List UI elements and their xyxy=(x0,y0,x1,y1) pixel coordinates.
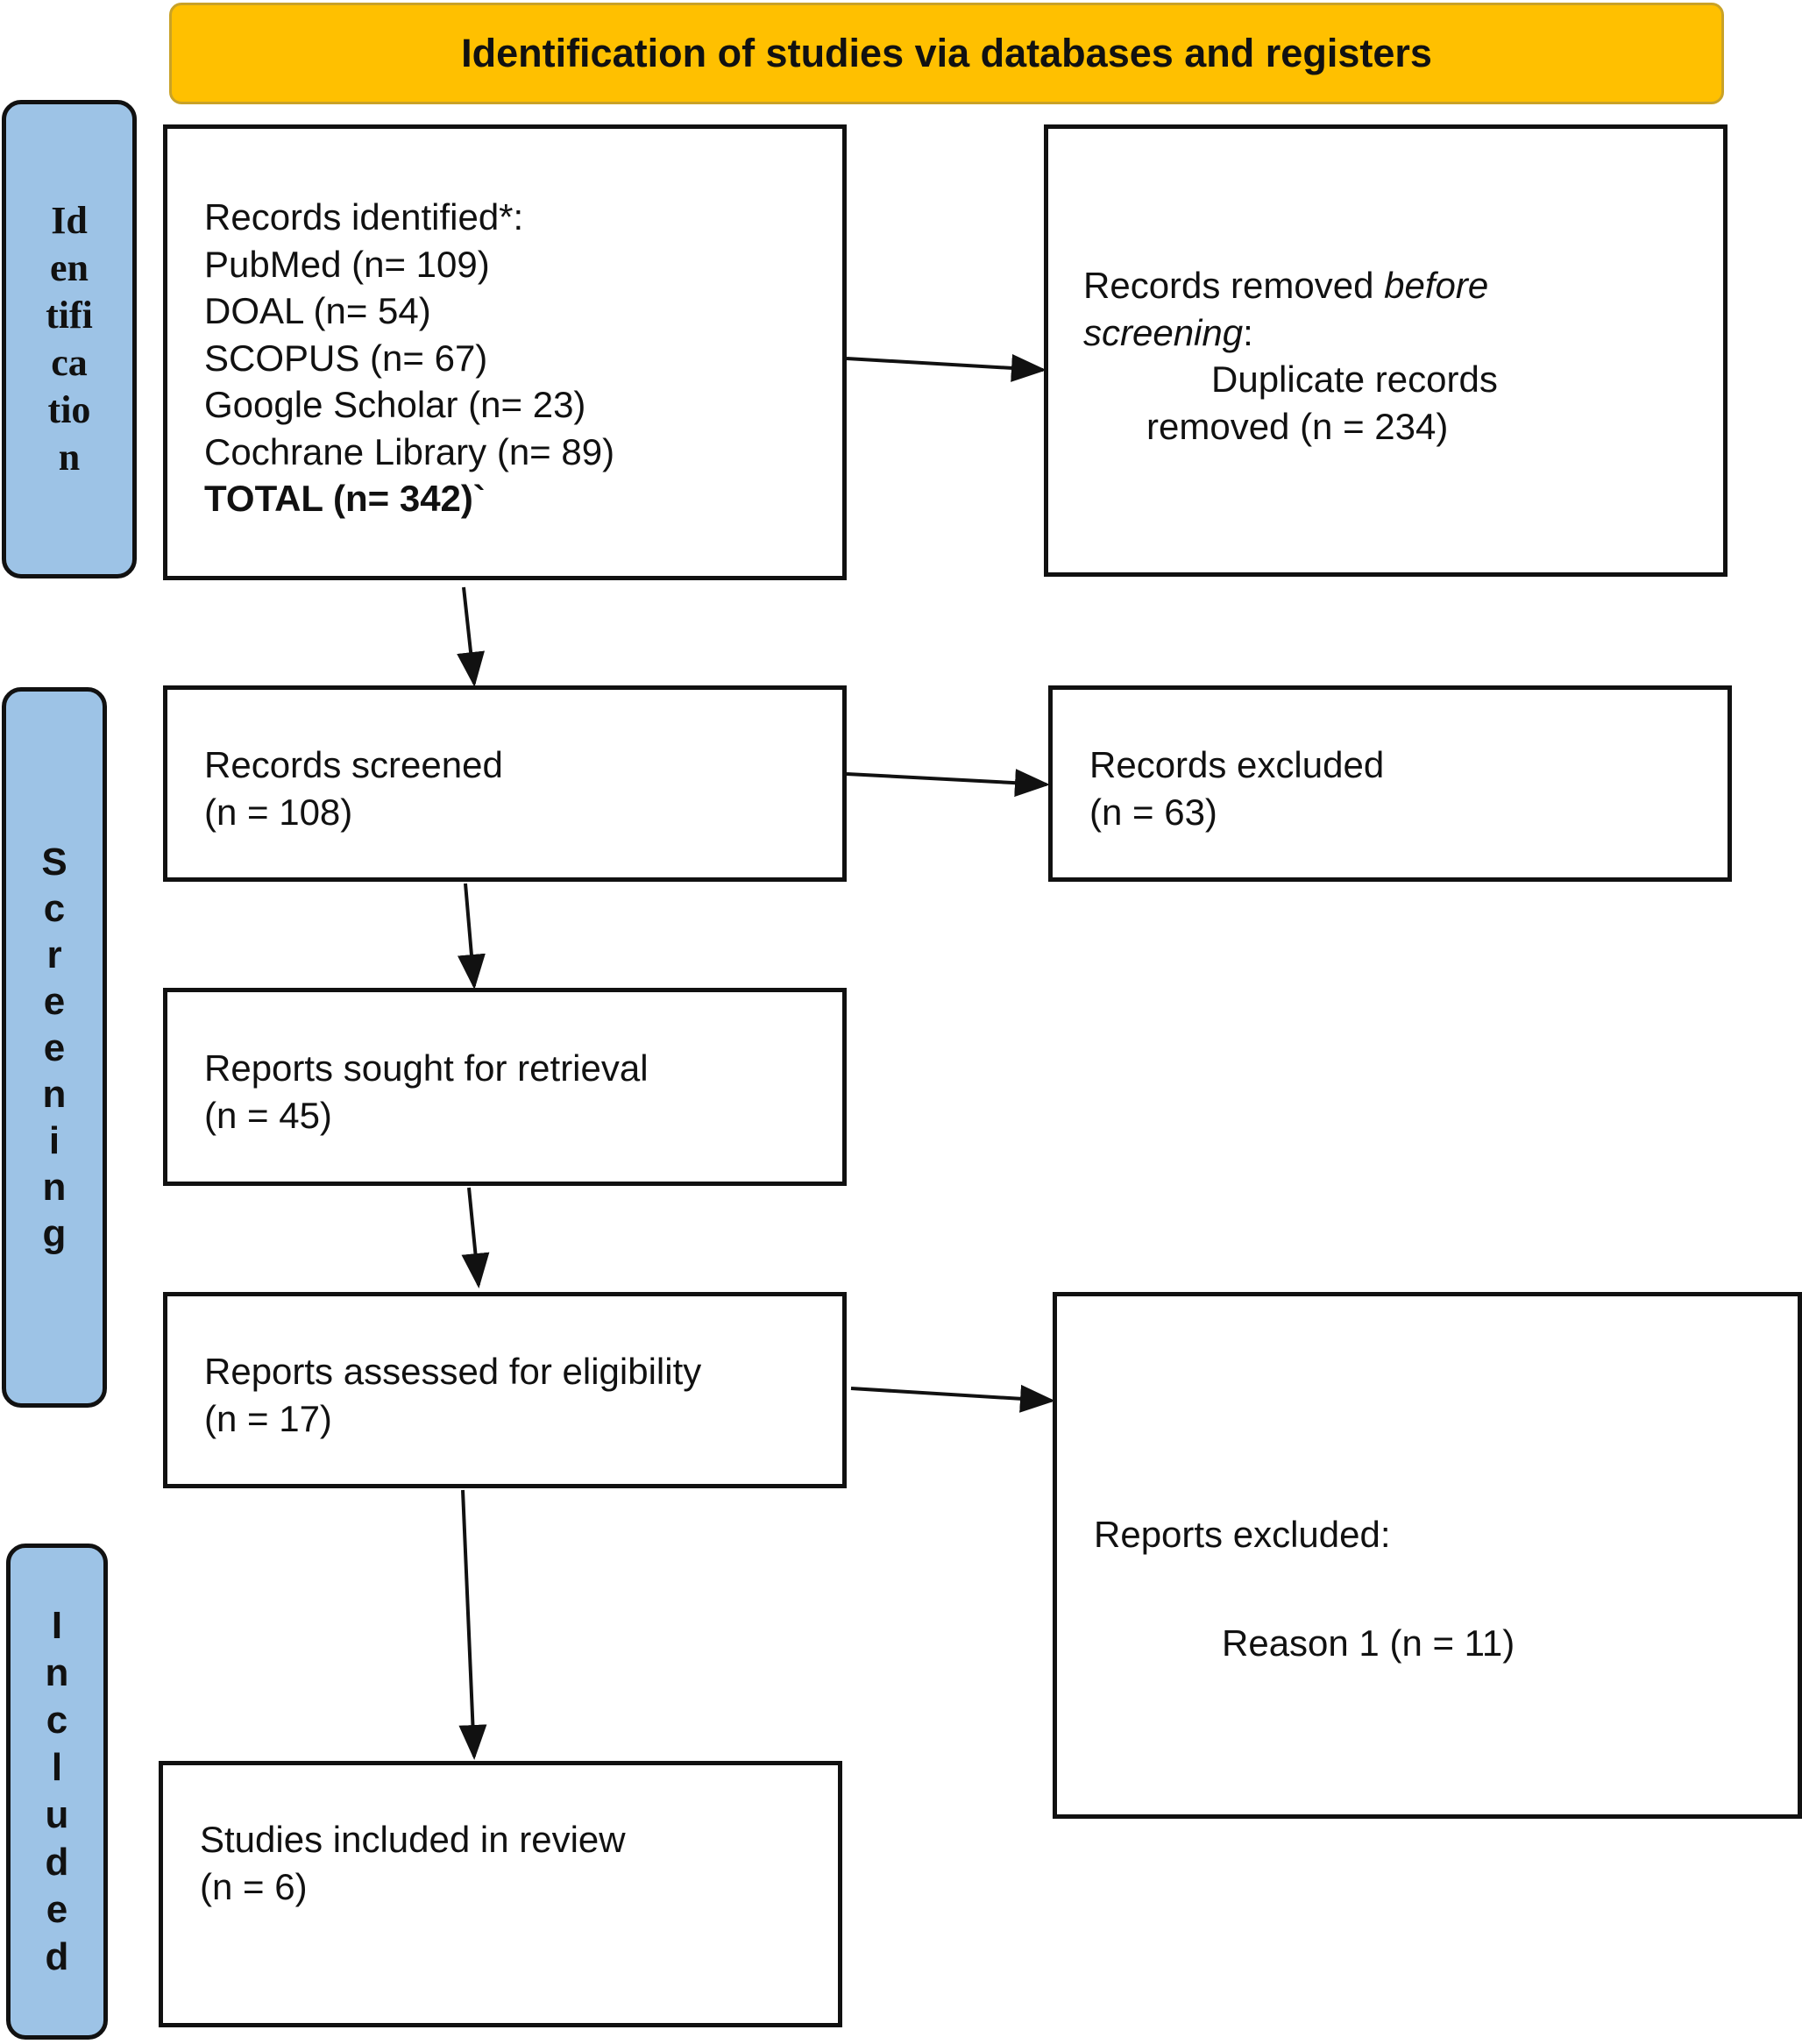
records-screened-count: (n = 108) xyxy=(204,791,353,833)
phase-letter: n xyxy=(42,1072,67,1116)
records-screened-box: Records screened (n = 108) xyxy=(163,685,847,882)
reports-sought-count: (n = 45) xyxy=(204,1094,332,1136)
phase-letter: n xyxy=(42,1165,67,1209)
records-excluded-box: Records excluded (n = 63) xyxy=(1048,685,1732,882)
phase-letter: S xyxy=(41,840,67,884)
arrow-assessed-to-included xyxy=(458,1489,487,1760)
records-total: TOTAL (n= 342)` xyxy=(204,478,486,519)
reports-excluded-reason-1: Reason 1 (n = 11) xyxy=(1222,1622,1515,1664)
records-removed-box: Records removed before screening: Duplic… xyxy=(1044,124,1728,577)
arrow-assessed-to-reports-excluded xyxy=(850,1384,1055,1413)
source-doal: DOAL (n= 54) xyxy=(204,290,431,331)
header-title: Identification of studies via databases … xyxy=(461,31,1432,75)
phase-letter: c xyxy=(46,1699,68,1742)
header-banner: Identification of studies via databases … xyxy=(169,3,1724,104)
arrow-identified-to-removed xyxy=(846,353,1046,382)
arrow-identified-to-screened xyxy=(457,586,486,687)
phase-letter: u xyxy=(45,1793,69,1836)
source-scopus: SCOPUS (n= 67) xyxy=(204,337,488,379)
phase-letter: r xyxy=(46,933,62,976)
phase-letter: l xyxy=(51,1746,63,1789)
reports-sought-box: Reports sought for retrieval (n = 45) xyxy=(163,988,847,1186)
records-identified-box: Records identified*: PubMed (n= 109) DOA… xyxy=(163,124,847,580)
phase-letter: d xyxy=(45,1935,69,1978)
phase-letter: c xyxy=(43,886,66,930)
source-pubmed: PubMed (n= 109) xyxy=(204,243,490,285)
arrow-screened-to-sought xyxy=(457,883,486,990)
studies-included-count: (n = 6) xyxy=(200,1865,308,1907)
phase-text-fragment: en xyxy=(50,246,89,289)
reports-assessed-count: (n = 17) xyxy=(204,1397,332,1439)
phase-letter: e xyxy=(43,979,66,1023)
phase-included-label: I n c l u d e d xyxy=(6,1544,108,2040)
phase-letter: e xyxy=(43,1026,66,1069)
studies-included-box: Studies included in review (n = 6) xyxy=(159,1761,842,2027)
phase-text-fragment: Id xyxy=(51,199,88,242)
records-identified-heading: Records identified*: xyxy=(204,196,524,238)
studies-included-label: Studies included in review xyxy=(200,1819,626,1860)
duplicate-records-label: Duplicate records xyxy=(1211,358,1498,400)
arrow-sought-to-assessed xyxy=(461,1187,490,1288)
arrow-screened-to-excluded xyxy=(846,769,1050,798)
phase-identification-label: Id en tifi ca tio n xyxy=(2,100,137,578)
reports-assessed-box: Reports assessed for eligibility (n = 17… xyxy=(163,1292,847,1488)
records-screened-label: Records screened xyxy=(204,744,503,785)
reports-sought-label: Reports sought for retrieval xyxy=(204,1047,649,1089)
phase-letter: i xyxy=(48,1118,60,1162)
phase-letter: n xyxy=(45,1651,69,1694)
reports-excluded-label: Reports excluded: xyxy=(1094,1514,1391,1555)
phase-text-fragment: tifi xyxy=(46,294,93,337)
phase-screening-label: S c r e e n i n g xyxy=(2,687,107,1408)
reports-assessed-label: Reports assessed for eligibility xyxy=(204,1351,702,1392)
source-cochrane-library: Cochrane Library (n= 89) xyxy=(204,430,615,472)
source-google-scholar: Google Scholar (n= 23) xyxy=(204,384,586,425)
duplicate-records-count: removed (n = 234) xyxy=(1146,405,1449,447)
reports-excluded-box: Reports excluded: Reason 1 (n = 11) xyxy=(1053,1292,1802,1819)
phase-letter: e xyxy=(46,1888,68,1931)
phase-text-fragment: ca xyxy=(51,341,88,384)
phase-letter: g xyxy=(42,1211,67,1255)
phase-letter: d xyxy=(45,1841,69,1884)
phase-text-fragment: tio xyxy=(47,388,91,431)
records-removed-line2: screening: xyxy=(1083,311,1253,353)
records-removed-line1: Records removed before xyxy=(1083,265,1489,306)
phase-text-fragment: n xyxy=(58,436,81,479)
records-excluded-count: (n = 63) xyxy=(1089,791,1217,833)
phase-letter: I xyxy=(51,1604,63,1647)
records-excluded-label: Records excluded xyxy=(1089,744,1385,785)
